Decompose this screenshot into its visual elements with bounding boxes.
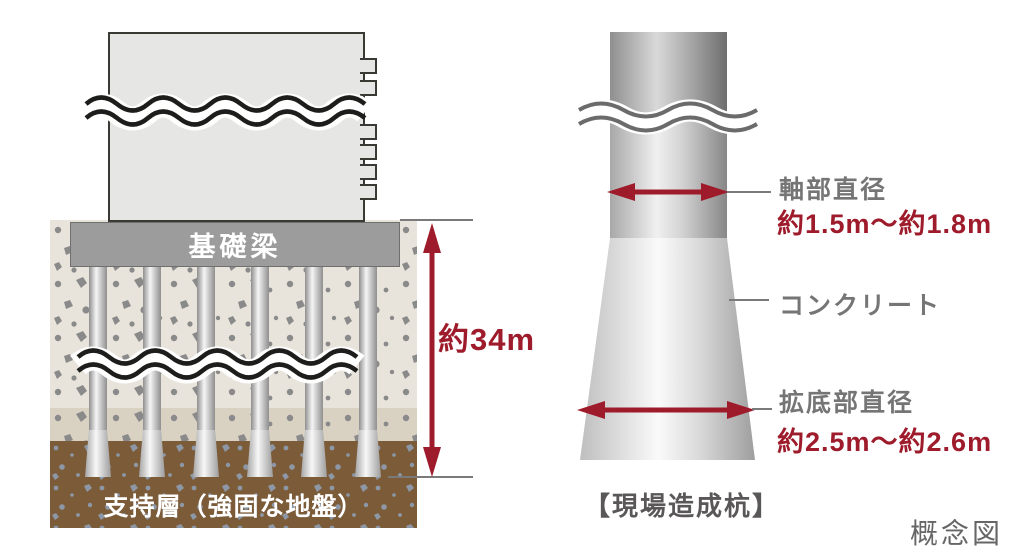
building-notch bbox=[360, 184, 377, 200]
building-notch bbox=[360, 164, 377, 180]
shaft-diameter-arrow-icon bbox=[607, 183, 729, 201]
pile-shaft bbox=[305, 267, 323, 434]
shaft-diameter-value: 約1.5m〜約1.8m bbox=[777, 209, 993, 239]
concept-note-label: 概念図 bbox=[910, 519, 1004, 550]
building-notch bbox=[360, 144, 377, 160]
bearing-stratum-label: 支持層（強固な地盤） bbox=[103, 493, 364, 521]
base-diameter-arrow-icon bbox=[577, 401, 755, 419]
pile-shaft bbox=[359, 267, 377, 434]
pile-detail-caption: 【現場造成杭】 bbox=[584, 491, 781, 521]
foundation-beam-label: 基礎梁 bbox=[188, 232, 282, 262]
depth-extension-line-top bbox=[400, 219, 473, 221]
pile-enlarged-base bbox=[85, 430, 111, 477]
building-notch bbox=[360, 58, 377, 74]
base-diameter-leader-line bbox=[752, 408, 772, 410]
soil-layer-bearing-stratum bbox=[50, 441, 417, 528]
pile-enlarged-base bbox=[301, 430, 327, 477]
pile-detail-break-line-icon bbox=[573, 99, 763, 135]
pile-shaft bbox=[251, 267, 269, 434]
pile-enlarged-base bbox=[247, 430, 273, 477]
building-notch bbox=[360, 124, 377, 140]
base-diameter-value: 約2.5m〜約2.6m bbox=[777, 427, 993, 457]
base-diameter-label: 拡底部直径 bbox=[779, 389, 915, 417]
concrete-leader-line bbox=[729, 299, 769, 301]
depth-dimension-arrow-icon bbox=[423, 223, 441, 477]
pile-enlarged-base bbox=[139, 430, 165, 477]
pile-enlarged-base bbox=[355, 430, 381, 477]
pile-enlarged-base bbox=[193, 430, 219, 477]
depth-value-label: 約34m bbox=[438, 322, 536, 357]
piles-break-line-icon bbox=[70, 346, 365, 384]
shaft-diameter-label: 軸部直径 bbox=[779, 176, 888, 204]
pile-detail-shaft-lower bbox=[610, 118, 727, 240]
building-break-line-icon bbox=[78, 93, 373, 131]
soil-speckles bbox=[50, 441, 417, 528]
pile-detail-enlarged-base bbox=[580, 238, 755, 460]
shaft-diameter-leader-line bbox=[727, 191, 771, 193]
building-notch bbox=[360, 80, 377, 96]
depth-extension-line-bottom bbox=[388, 476, 473, 478]
foundation-beam: 基礎梁 bbox=[70, 222, 400, 267]
concrete-label: コンクリート bbox=[779, 292, 942, 320]
